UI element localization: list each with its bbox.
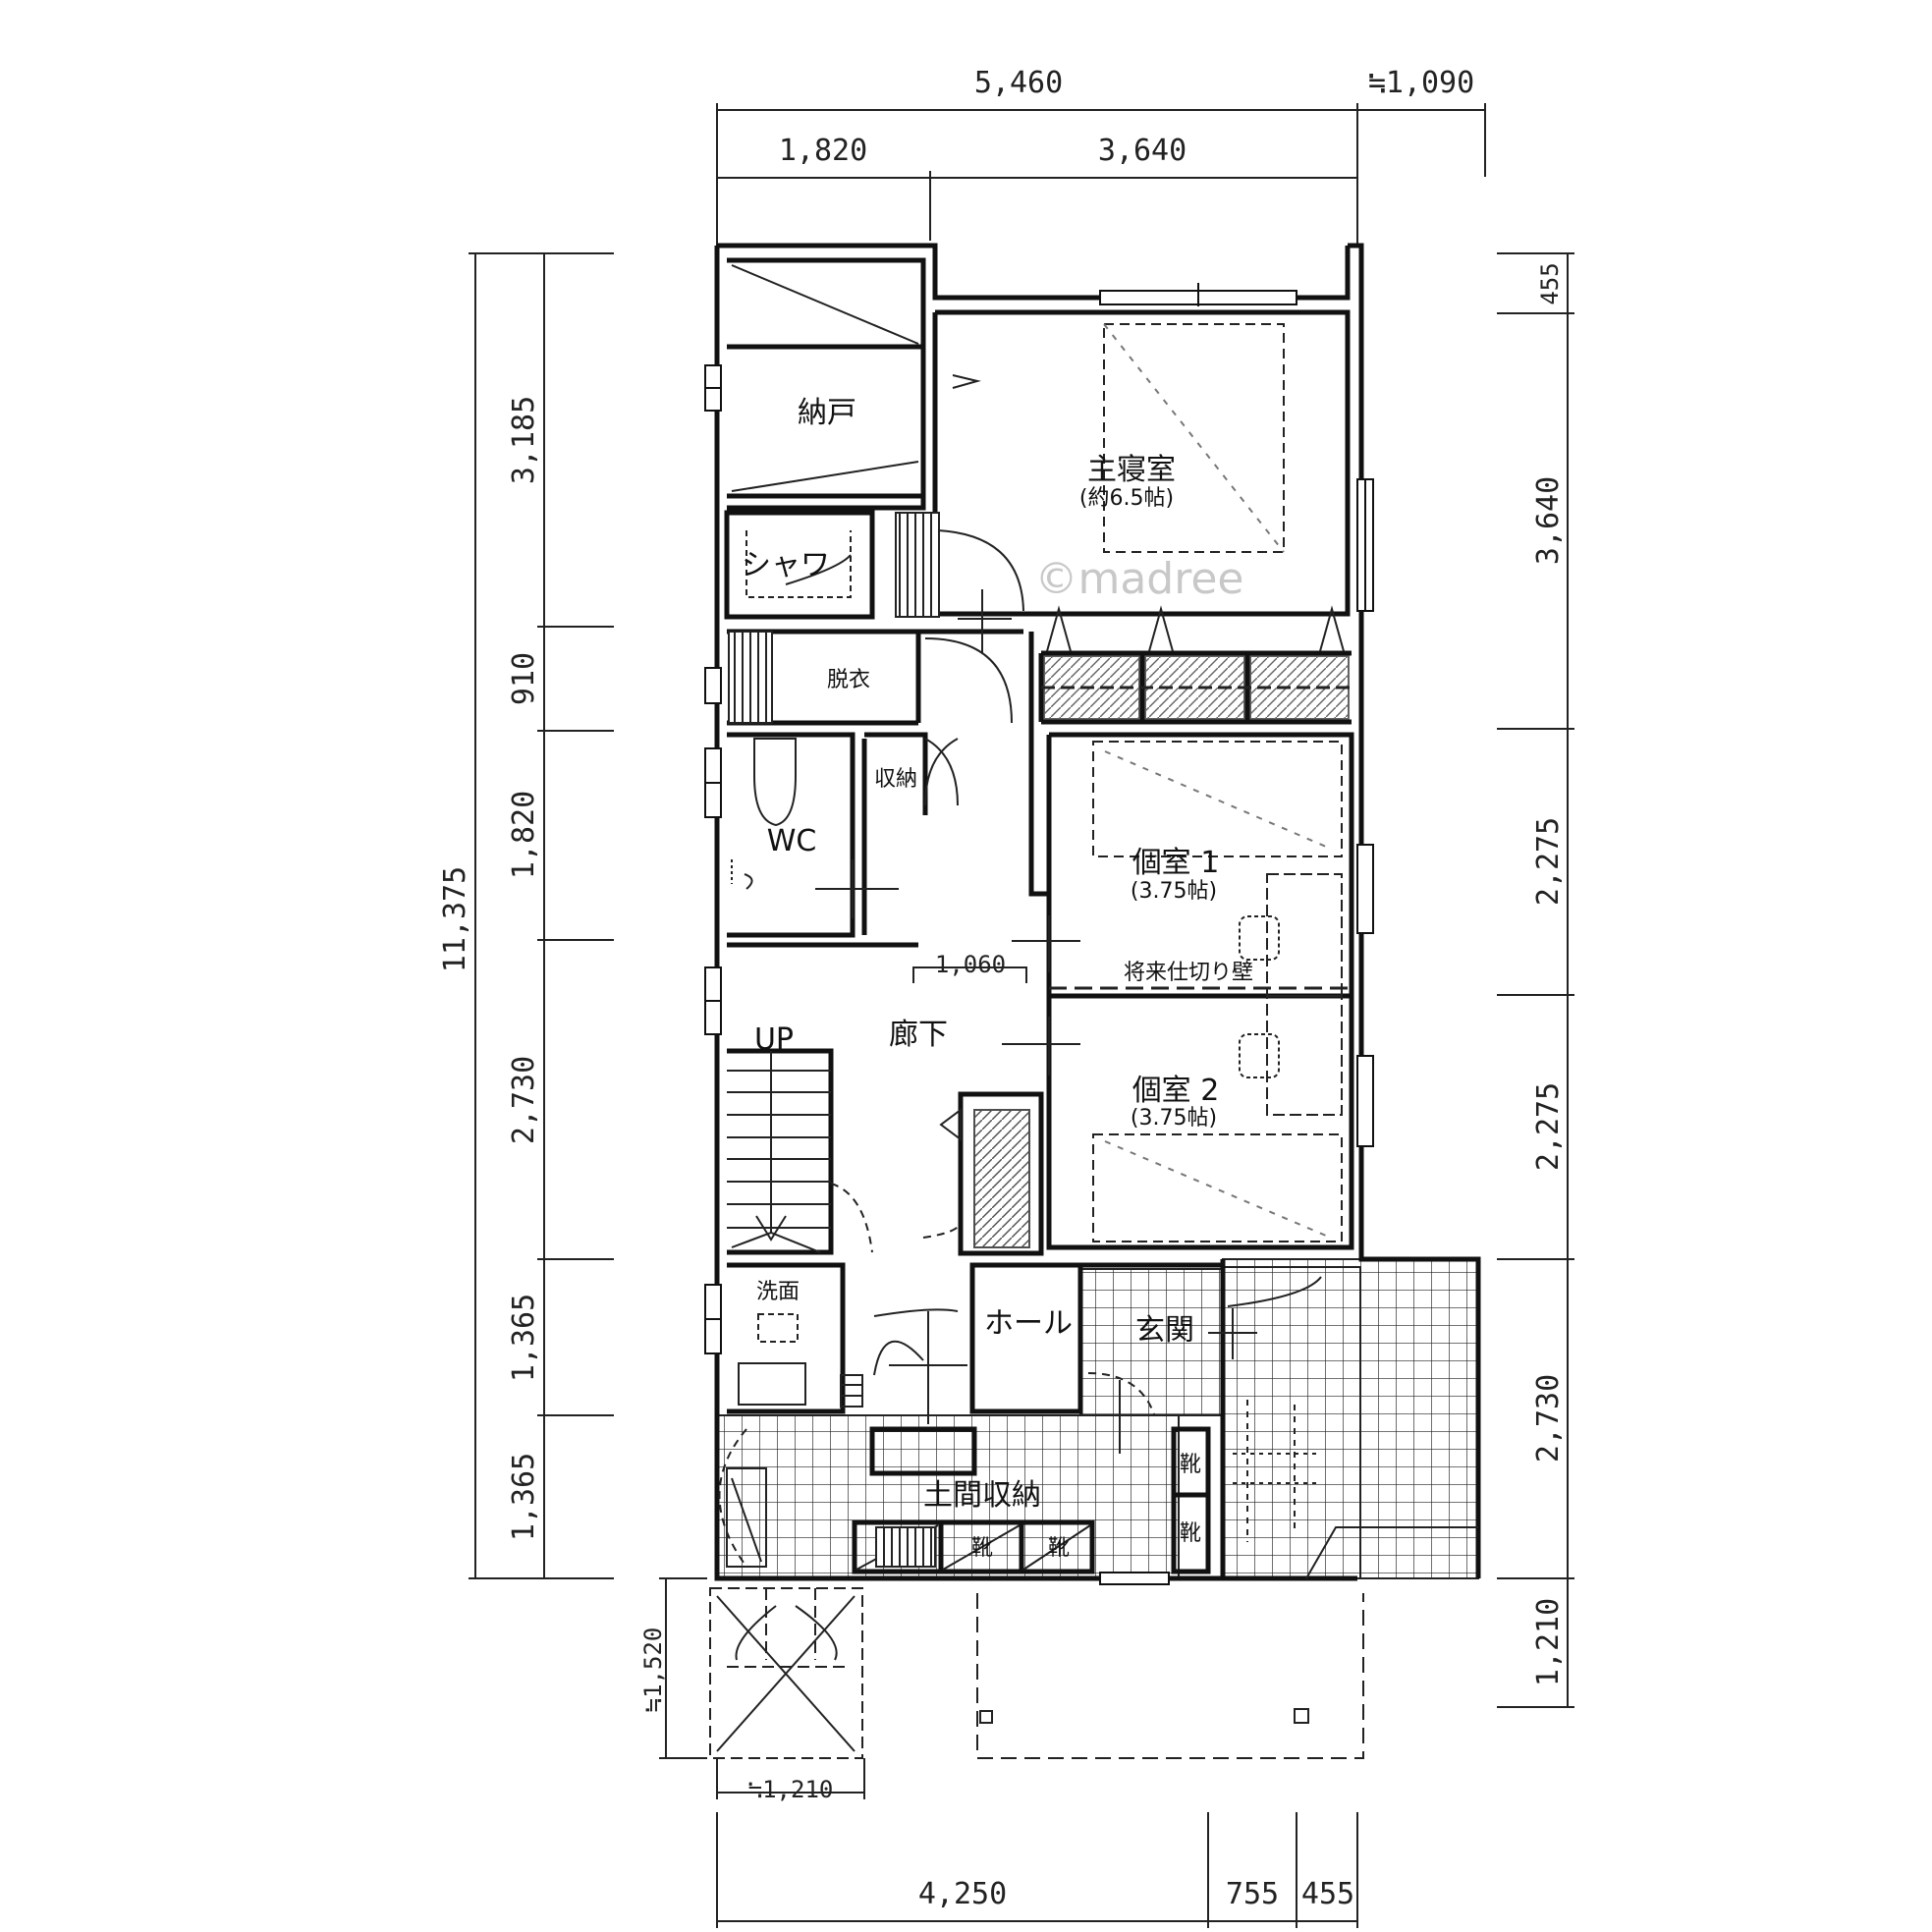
dim-left-6: 1,365 [507,1453,541,1541]
dim-hall-width: 1,060 [935,951,1006,978]
label-master-bedroom-size: (約6.5帖) [1079,486,1174,511]
watermark: ©madree [1034,554,1243,604]
dim-right-5: 2,730 [1531,1374,1566,1463]
walls [714,243,1481,1581]
dim-porch-horizontal: ≒1,210 [748,1776,834,1803]
dim-left-2: 910 [507,652,541,705]
label-room2: 個室 2 [1132,1074,1220,1108]
label-closet: 収納 [874,767,917,792]
dimension-labels: 5,460 ≒1,090 1,820 3,640 11,375 3,185 91… [438,66,1566,1911]
dim-right-4: 2,275 [1531,1082,1566,1171]
label-washroom: 洗面 [756,1280,800,1304]
label-doma-storage: 土間収納 [923,1478,1041,1513]
dim-left-overall: 11,375 [438,866,472,972]
label-dressing: 脱衣 [827,668,870,692]
dim-top-right: 3,640 [1098,134,1187,168]
label-shower: シャワ [742,548,830,582]
fixtures [709,264,1478,1759]
tiled-areas [716,1258,1479,1579]
dim-right-6: 1,210 [1531,1598,1566,1686]
dim-bottom-3: 455 [1301,1877,1354,1911]
label-shoe-3: 靴 [971,1536,993,1561]
dim-top-total: 5,460 [974,66,1063,100]
dim-left-4: 2,730 [507,1056,541,1144]
label-shoe-4: 靴 [1048,1536,1070,1561]
dim-left-3: 1,820 [507,791,541,879]
dim-porch-vertical: ≒1,520 [639,1628,667,1713]
dim-bottom-2: 755 [1226,1877,1279,1911]
label-room2-size: (3.75帖) [1131,1106,1217,1131]
room-labels: 納戸 主寝室 (約6.5帖) シャワ 脱衣 収納 WC 個室 1 (3.75帖)… [742,396,1253,1561]
dim-right-3: 2,275 [1531,817,1566,906]
dim-top-extra: ≒1,090 [1368,66,1474,100]
dim-right-1: 455 [1536,262,1564,304]
label-room1-size: (3.75帖) [1131,879,1217,904]
label-corridor: 廊下 [889,1018,948,1052]
dim-top-left: 1,820 [779,134,867,168]
label-future-partition: 将来仕切り壁 [1124,961,1253,985]
label-master-bedroom: 主寝室 [1087,453,1176,487]
label-room1: 個室 1 [1132,846,1220,880]
windows [704,283,1374,1585]
label-shoe-1: 靴 [1180,1453,1201,1477]
label-storage: 納戸 [798,396,856,430]
label-wc: WC [767,824,817,858]
dim-bottom-1: 4,250 [918,1877,1007,1911]
label-entrance: 玄関 [1135,1313,1194,1348]
dimension-lines [469,103,1574,1928]
label-shoe-2: 靴 [1180,1521,1201,1546]
dim-right-2: 3,640 [1531,476,1566,565]
label-hall: ホール [984,1306,1073,1341]
label-up: UP [754,1022,794,1057]
dim-left-1: 3,185 [507,396,541,484]
dim-left-5: 1,365 [507,1294,541,1382]
